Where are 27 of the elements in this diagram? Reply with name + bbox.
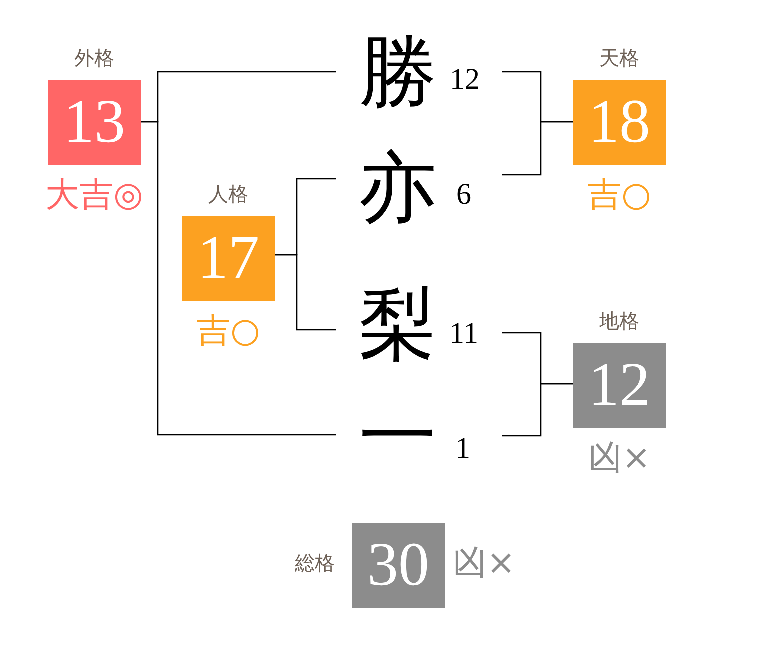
score-box: 13 xyxy=(48,80,141,165)
category-label: 地格 xyxy=(600,311,640,331)
fortune-label: 吉○ xyxy=(588,178,652,212)
score-box: 12 xyxy=(573,343,666,428)
stroke-count: 1 xyxy=(456,434,470,464)
name-character: 勝 xyxy=(359,34,437,112)
category-label: 総格 xyxy=(295,552,335,572)
stroke-count: 6 xyxy=(456,180,472,210)
score-box: 30 xyxy=(352,523,445,608)
stroke-count: 11 xyxy=(450,319,478,349)
category-label: 外格 xyxy=(74,48,114,68)
score-box: 17 xyxy=(182,216,275,301)
category-label: 人格 xyxy=(208,184,248,204)
fortune-label: 凶× xyxy=(453,546,516,580)
score-box: 18 xyxy=(573,80,666,165)
name-character: 亦 xyxy=(359,150,437,228)
connector-line xyxy=(141,121,336,436)
name-character: 一 xyxy=(359,398,437,476)
stroke-count: 12 xyxy=(450,65,480,95)
fortune-label: 大吉◎ xyxy=(46,178,144,212)
connector-line xyxy=(502,121,573,176)
fortune-label: 凶× xyxy=(588,441,651,475)
fortune-label: 吉○ xyxy=(196,314,260,348)
category-label: 天格 xyxy=(600,48,640,68)
connector-line xyxy=(275,254,336,331)
connector-line xyxy=(502,383,573,437)
name-character: 梨 xyxy=(359,286,437,364)
